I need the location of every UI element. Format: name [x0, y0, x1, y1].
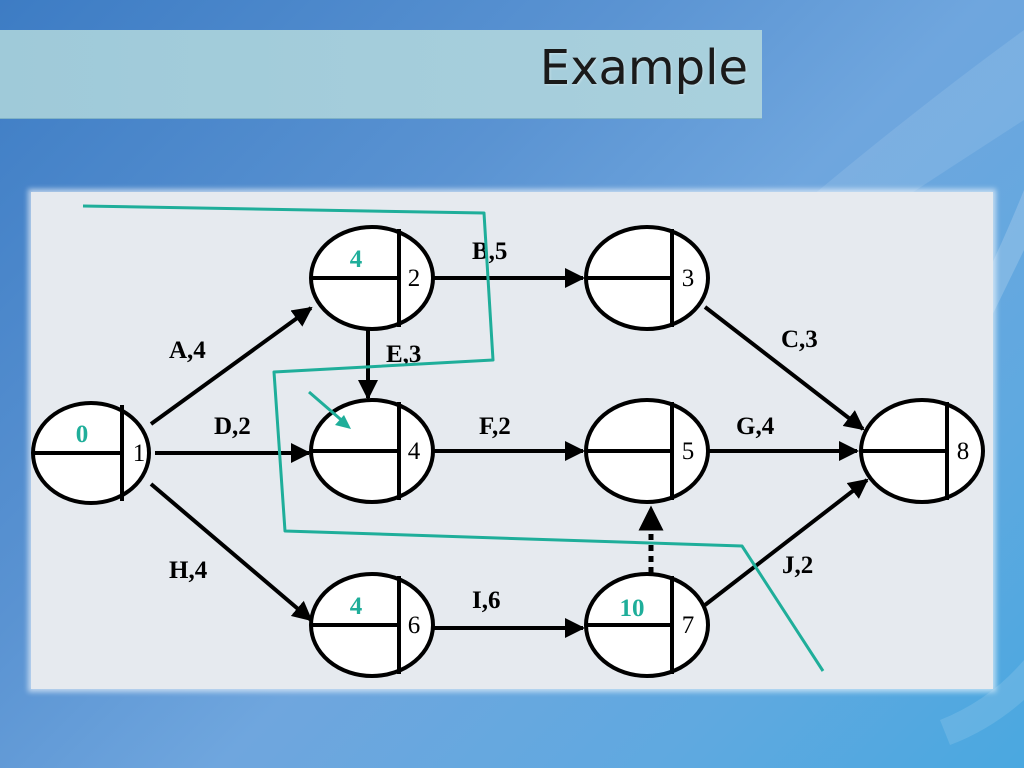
activity-label-i: I,6 [472, 587, 500, 614]
activity-label-g: G,4 [736, 413, 775, 440]
activity-arrows [149, 268, 869, 638]
node-3-number: 3 [682, 265, 695, 292]
slide-title: Example [539, 40, 748, 96]
activity-label-d: D,2 [214, 413, 251, 440]
activity-labels: A,4 B,5 C,3 D,2 E,3 F,2 G,4 H,4 I,6 J,2 [169, 238, 818, 614]
node-8: 8 [859, 398, 985, 504]
annotation-pointer-arrowhead [335, 415, 351, 429]
node-1-time: 0 [76, 421, 89, 448]
arrow-c [703, 305, 865, 431]
node-2-time: 4 [350, 246, 363, 273]
node-5-number: 5 [682, 438, 695, 465]
node-1-number: 1 [133, 440, 146, 467]
node-5: 5 [584, 398, 710, 504]
node-6-number: 6 [408, 612, 421, 639]
node-7-time: 10 [620, 595, 645, 622]
node-6: 4 6 [309, 572, 435, 678]
node-6-time: 4 [350, 593, 363, 620]
activity-label-c: C,3 [781, 326, 818, 353]
annotation-cut-line [82, 204, 825, 672]
arrow-a [149, 306, 313, 426]
annotation-pointer-arrow [308, 390, 347, 426]
activity-label-j: J,2 [782, 552, 813, 579]
activity-label-h: H,4 [169, 557, 208, 584]
network-diagram-panel: 0 1 4 2 3 4 5 [31, 192, 993, 689]
node-2-number: 2 [408, 265, 421, 292]
node-8-number: 8 [957, 438, 970, 465]
node-7-number: 7 [682, 612, 695, 639]
network-diagram: 0 1 4 2 3 4 5 [31, 204, 985, 678]
node-4: 4 [309, 398, 435, 504]
node-7: 10 7 [584, 572, 710, 678]
node-1: 0 1 [31, 401, 151, 505]
node-4-number: 4 [408, 438, 421, 465]
arrow-j [703, 478, 869, 607]
node-2: 4 2 [309, 225, 435, 331]
title-bar: Example [0, 30, 762, 119]
activity-label-f: F,2 [479, 413, 511, 440]
node-3: 3 [584, 225, 710, 331]
activity-label-a: A,4 [169, 337, 206, 364]
activity-label-b: B,5 [472, 238, 507, 265]
arrow-h [149, 482, 313, 622]
